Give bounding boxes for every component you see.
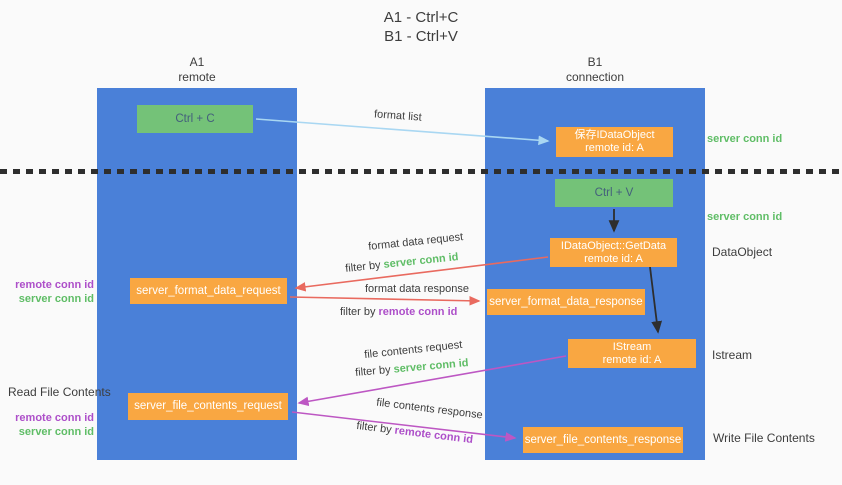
server-conn-id-label-left-2: server conn id xyxy=(18,426,94,438)
filter-remote-conn-id-2: remote conn id xyxy=(393,424,474,447)
save-dataobject-line2: remote id: A xyxy=(585,142,644,154)
server-conn-id-label-left-1: server conn id xyxy=(18,293,94,305)
server-format-data-response-node: server_format_data_response xyxy=(487,289,645,315)
filter-by-prefix-1: filter by xyxy=(344,258,385,275)
getdata-node: IDataObject::GetData remote id: A xyxy=(550,238,677,267)
istream-line2: remote id: A xyxy=(602,353,662,366)
filter-by-remote-conn-id-label-2: filter by remote conn id xyxy=(356,420,474,446)
dataobject-label: DataObject xyxy=(712,245,773,259)
left-column-role: remote xyxy=(178,70,216,84)
title-line-1: A1 - Ctrl+C xyxy=(383,9,459,26)
right-column-header: B1 connection xyxy=(485,55,705,85)
filter-server-conn-id-2: server conn id xyxy=(393,357,470,376)
server-file-contents-response-label: server_file_contents_response xyxy=(524,433,682,446)
ctrl-c-label: Ctrl + C xyxy=(175,112,215,125)
remote-conn-id-label-1: remote conn id xyxy=(15,279,94,291)
left-column-header: A1 remote xyxy=(97,55,297,85)
ctrl-v-node: Ctrl + V xyxy=(555,179,673,207)
format-data-response-label: format data response xyxy=(365,283,469,295)
read-file-contents-label: Read File Contents xyxy=(8,385,111,399)
server-format-data-request-node: server_format_data_request xyxy=(130,278,287,304)
left-column-name: A1 xyxy=(189,55,205,69)
format-list-label: format list xyxy=(373,108,423,124)
filter-remote-conn-id-1: remote conn id xyxy=(378,306,458,318)
getdata-line2: remote id: A xyxy=(584,252,643,265)
save-dataobject-line1: 保存IDataObject xyxy=(574,129,655,141)
ctrl-c-node: Ctrl + C xyxy=(137,105,253,133)
write-file-contents-label: Write File Contents xyxy=(713,431,815,445)
left-conn-id-group-1: remote conn id server conn id xyxy=(14,278,94,306)
filter-by-prefix-2: filter by xyxy=(340,306,379,318)
server-format-data-response-label: server_format_data_response xyxy=(489,295,643,308)
right-column-name: B1 xyxy=(587,55,603,69)
save-dataobject-node: 保存IDataObject remote id: A xyxy=(556,127,673,157)
diagram-title: A1 - Ctrl+C B1 - Ctrl+V xyxy=(0,8,842,46)
server-format-data-request-label: server_format_data_request xyxy=(136,284,281,297)
remote-conn-id-label-2: remote conn id xyxy=(15,412,94,424)
ctrl-v-label: Ctrl + V xyxy=(594,186,634,199)
filter-server-conn-id-1: server conn id xyxy=(382,251,460,271)
filter-by-prefix-3: filter by xyxy=(354,363,395,379)
right-column-role: connection xyxy=(565,70,625,84)
filter-by-remote-conn-id-label-1: filter by remote conn id xyxy=(340,306,457,318)
copy-paste-divider-line xyxy=(0,169,842,174)
filter-by-prefix-4: filter by xyxy=(355,419,396,437)
server-file-contents-request-node: server_file_contents_request xyxy=(128,393,288,420)
filter-by-server-conn-id-label-1: filter by server conn id xyxy=(345,251,459,275)
istream-side-label: Istream xyxy=(712,348,753,362)
getdata-line1: IDataObject::GetData xyxy=(560,239,667,252)
server-file-contents-request-label: server_file_contents_request xyxy=(134,400,282,412)
title-line-2: B1 - Ctrl+V xyxy=(384,28,458,45)
file-contents-response-label: file contents response xyxy=(375,396,484,422)
format-data-response-arrow xyxy=(289,295,481,306)
istream-line1: IStream xyxy=(612,340,652,353)
format-data-request-label: format data request xyxy=(367,231,464,253)
left-conn-id-group-2: remote conn id server conn id xyxy=(14,411,94,439)
server-conn-id-label-mid: server conn id xyxy=(707,211,783,223)
istream-node: IStream remote id: A xyxy=(568,339,696,368)
server-conn-id-label-top: server conn id xyxy=(707,133,783,145)
server-file-contents-response-node: server_file_contents_response xyxy=(523,427,683,453)
